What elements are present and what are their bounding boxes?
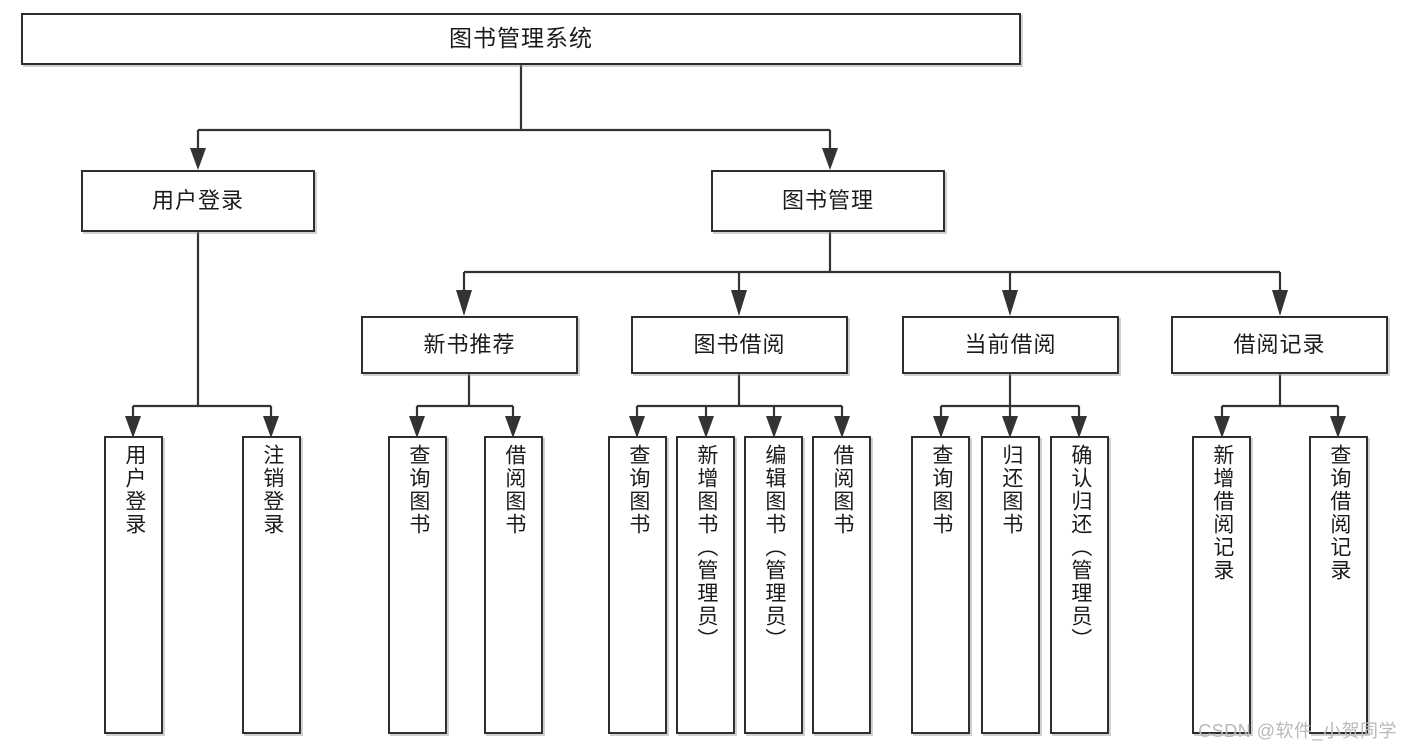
leaf-label: 用户登录 [122,444,146,536]
leaf-current-borrow-query[interactable]: 查询图书 [911,436,970,734]
leaf-label: 确认归还（管理员） [1068,444,1092,651]
leaf-new-book-query[interactable]: 查询图书 [388,436,447,734]
node-new-book-recommend[interactable]: 新书推荐 [361,316,578,374]
leaf-label: 查询图书 [626,444,650,536]
node-borrow-records-label: 借阅记录 [1233,331,1326,357]
node-current-borrow-label: 当前借阅 [964,331,1057,357]
leaf-book-borrow-edit[interactable]: 编辑图书（管理员） [744,436,803,734]
leaf-label: 编辑图书（管理员） [762,444,786,651]
leaf-label: 新增图书（管理员） [694,444,718,651]
node-book-management-label: 图书管理 [781,187,874,213]
leaf-book-borrow-query[interactable]: 查询图书 [608,436,667,734]
node-root-system[interactable]: 图书管理系统 [21,13,1021,65]
node-book-borrow-label: 图书借阅 [693,331,786,357]
leaf-label: 注销登录 [260,444,284,536]
leaf-borrow-record-add[interactable]: 新增借阅记录 [1192,436,1251,734]
leaf-label: 查询借阅记录 [1327,444,1351,582]
node-new-book-recommend-label: 新书推荐 [423,331,516,357]
node-user-login-label: 用户登录 [151,187,244,213]
leaf-label: 查询图书 [406,444,430,536]
node-current-borrow[interactable]: 当前借阅 [902,316,1119,374]
leaf-user-login-login[interactable]: 用户登录 [104,436,163,734]
node-borrow-records[interactable]: 借阅记录 [1171,316,1388,374]
csdn-watermark: CSDN @软件_小贺同学 [1198,721,1397,741]
leaf-current-borrow-return[interactable]: 归还图书 [981,436,1040,734]
leaf-book-borrow-borrow[interactable]: 借阅图书 [812,436,871,734]
leaf-user-login-logout[interactable]: 注销登录 [242,436,301,734]
leaf-label: 查询图书 [929,444,953,536]
leaf-label: 借阅图书 [502,444,526,536]
node-root-label: 图书管理系统 [449,25,593,52]
leaf-label: 归还图书 [999,444,1023,536]
node-user-login[interactable]: 用户登录 [81,170,315,232]
leaf-book-borrow-add[interactable]: 新增图书（管理员） [676,436,735,734]
leaf-borrow-record-query[interactable]: 查询借阅记录 [1309,436,1368,734]
node-book-borrow[interactable]: 图书借阅 [631,316,848,374]
leaf-label: 借阅图书 [830,444,854,536]
node-book-management[interactable]: 图书管理 [711,170,945,232]
leaf-label: 新增借阅记录 [1210,444,1234,582]
leaf-new-book-borrow[interactable]: 借阅图书 [484,436,543,734]
leaf-current-borrow-confirm-return[interactable]: 确认归还（管理员） [1050,436,1109,734]
